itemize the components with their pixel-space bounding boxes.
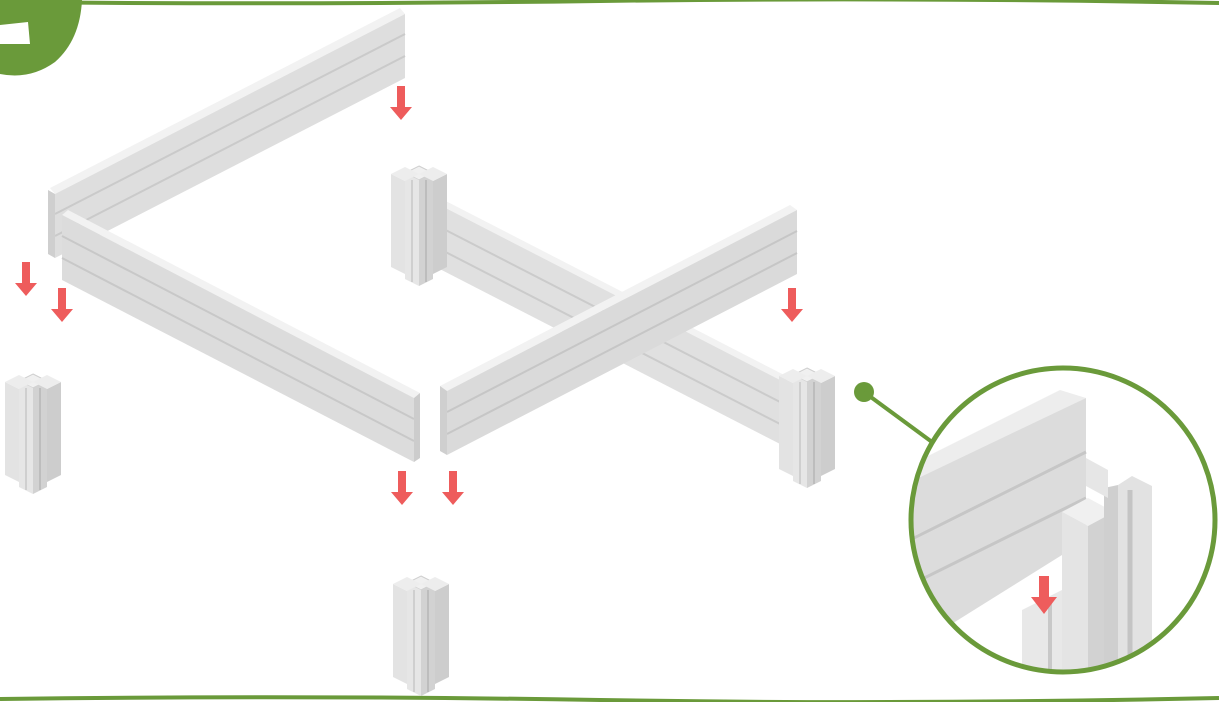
- step-badge-icon: [0, 0, 82, 76]
- corner-post-right: [778, 367, 836, 489]
- corner-post-front: [392, 575, 450, 697]
- zoom-detail: [913, 370, 1213, 670]
- corner-post-back: [390, 165, 448, 287]
- down-arrow-icon: [781, 288, 803, 322]
- zoom-callout-icon: [854, 382, 934, 444]
- zoom-circle-border: [908, 365, 1218, 675]
- top-border-line: [0, 0, 1219, 6]
- down-arrow-icon: [390, 86, 412, 120]
- panel-front-right: [440, 205, 798, 455]
- down-arrow-icon: [51, 288, 73, 322]
- down-arrow-icon: [15, 262, 37, 296]
- panel-front-left: [61, 210, 420, 462]
- panel-back-left: [48, 8, 406, 258]
- bottom-border-line: [0, 695, 1219, 702]
- down-arrow-icon: [391, 471, 413, 505]
- corner-post-left: [4, 373, 62, 495]
- down-arrow-icon: [442, 471, 464, 505]
